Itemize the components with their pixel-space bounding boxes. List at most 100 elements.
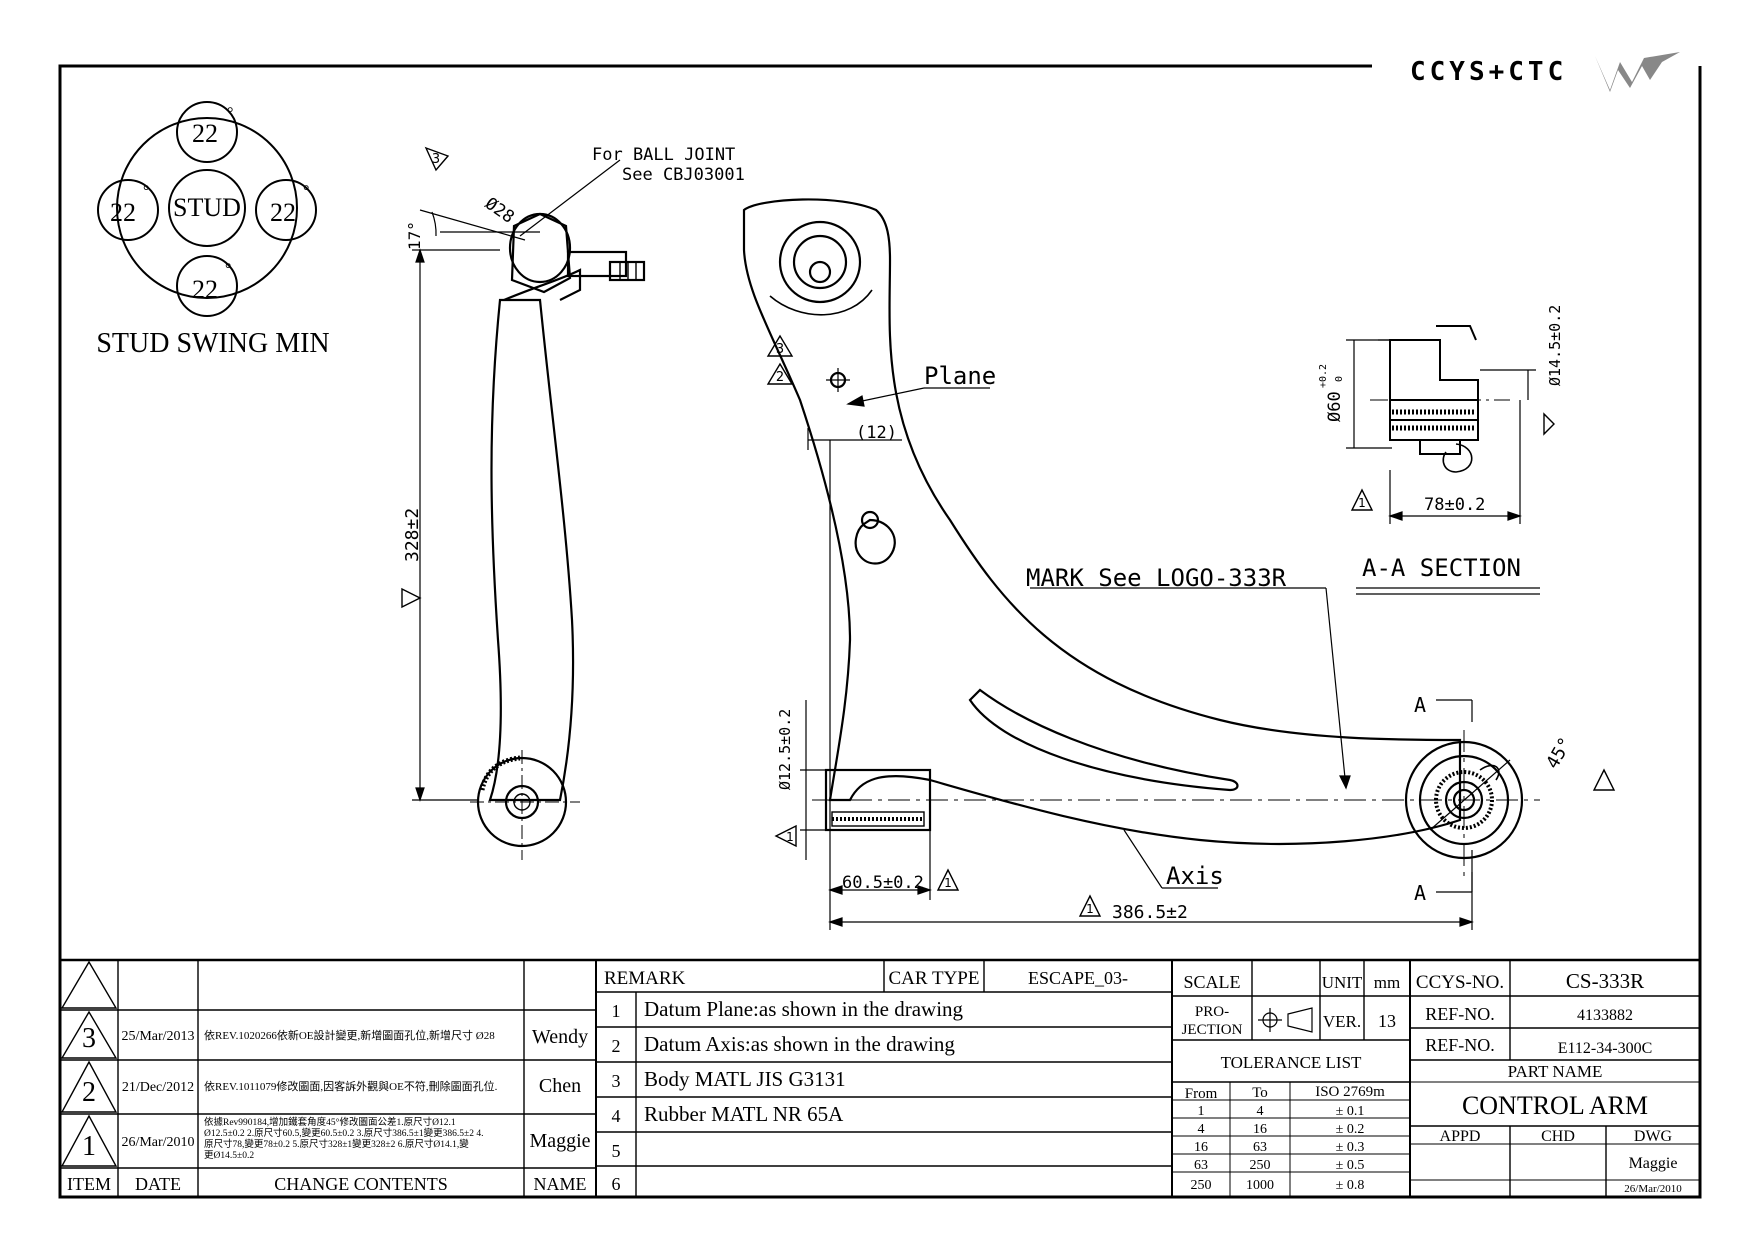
ccys-no-label: CCYS-NO.: [1416, 972, 1504, 993]
tolerance-row-3-from: 16: [1194, 1140, 1208, 1155]
svg-text:3: 3: [776, 342, 784, 357]
tolerance-row-5-to: 1000: [1246, 1178, 1274, 1193]
part-name-label: PART NAME: [1508, 1062, 1603, 1081]
tolerance-row-4-to: 250: [1250, 1158, 1271, 1173]
revision-item-2: 2: [82, 1077, 96, 1108]
revision-name-1: Maggie: [529, 1130, 590, 1152]
swing-center-circle: [168, 169, 246, 247]
svg-text:1: 1: [1358, 496, 1366, 510]
tolerance-row-5-tol: ± 0.8: [1336, 1178, 1365, 1193]
tolerance-row-5-from: 250: [1191, 1178, 1212, 1193]
tolerance-row-1-from: 1: [1198, 1104, 1205, 1119]
section-mark-top: A: [1414, 693, 1426, 717]
rev-triangle-section-length: 1: [1350, 488, 1374, 511]
stud-swing-diagram: [97, 101, 317, 317]
section-outer-tol-upper: +0.2: [1318, 364, 1329, 388]
angle-label: 45°: [1542, 734, 1576, 773]
side-diameter-label: Ø28: [481, 194, 518, 228]
remark-no-4: 4: [612, 1106, 621, 1126]
swing-value-right: 22: [270, 198, 296, 227]
revision-contents-3: 依REV.1020266依新OE設計變更,新增圖面孔位,新增尺寸 Ø28: [204, 1028, 495, 1042]
rev-triangle-section-inner: [1543, 412, 1555, 436]
section-mark-bottom: A: [1414, 881, 1426, 905]
remark-no-2: 2: [612, 1036, 621, 1056]
offset-label: (12): [856, 423, 897, 443]
ball-joint-note-line1: For BALL JOINT: [592, 145, 735, 165]
ref-no-label-2: REF-NO.: [1425, 1035, 1495, 1055]
swing-bottom-circle: [176, 255, 238, 317]
ref-no-value-2: E112-34-300C: [1558, 1040, 1653, 1057]
swing-right-circle: [255, 179, 317, 241]
ccys-no-value: CS-333R: [1566, 969, 1644, 993]
section-outer-tol-lower: 0: [1334, 376, 1345, 382]
title-block-lines: [60, 958, 1700, 1197]
rev-triangle-front-3: 3: [766, 334, 794, 357]
scale-tolerance: SCALE UNIT mm PRO- JECTION VER. 13 TOLER…: [1182, 972, 1401, 1193]
rev-triangle-side-height: [401, 587, 422, 609]
swing-top-circle: [176, 101, 238, 163]
tolerance-row-1-to: 4: [1257, 1104, 1264, 1119]
side-height-label: 328±2: [402, 508, 423, 562]
tolerance-row-4-tol: ± 0.5: [1336, 1158, 1365, 1173]
plane-label: Plane: [924, 362, 996, 390]
section-dimensions: [1346, 339, 1536, 524]
svg-text:1: 1: [944, 876, 952, 890]
svg-text:3: 3: [432, 152, 440, 167]
remark-no-3: 3: [612, 1071, 621, 1091]
revision-item-3: 3: [82, 1023, 96, 1054]
projection-symbol-icon: [1258, 1007, 1313, 1033]
remark-label: REMARK: [604, 968, 686, 989]
revision-date-1: 26/Mar/2010: [121, 1135, 194, 1150]
revision-contents-2: 依REV.1011079修改圖面,因客訴外觀與OE不符,刪除圖面孔位.: [204, 1079, 498, 1093]
revision-contents-1-line1: 依據Rev990184,增加鐵套角度45°修改圖面公差1.原尺寸Ø12.1: [204, 1116, 456, 1128]
front-view-dimensions: [800, 387, 1540, 930]
ball-joint-neck: [503, 268, 582, 302]
swing-value-left: 22: [110, 198, 136, 227]
side-view-dimensions: [412, 159, 621, 802]
degree-sign-bottom: °: [225, 261, 231, 278]
dwg-label: DWG: [1634, 1128, 1673, 1145]
front-arm-outline: [742, 198, 1462, 845]
degree-sign-right: °: [303, 183, 309, 200]
svg-text:2: 2: [776, 370, 784, 385]
side-view: [470, 212, 646, 860]
tolerance-row-3-to: 63: [1253, 1140, 1267, 1155]
section-title: A-A SECTION: [1362, 554, 1521, 582]
car-type-label: CAR TYPE: [889, 968, 980, 989]
tolerance-row-2-from: 4: [1198, 1122, 1205, 1137]
ball-joint-note-line2: See CBJ03001: [622, 165, 745, 185]
ref-no-label-1: REF-NO.: [1425, 1004, 1495, 1024]
remark-no-6: 6: [612, 1174, 621, 1194]
remark-text-4: Rubber MATL NR 65A: [644, 1102, 844, 1126]
remark-no-1: 1: [612, 1001, 621, 1021]
side-arm-outline: [488, 298, 575, 802]
appd-label: APPD: [1440, 1128, 1481, 1145]
front-arm-rib: [968, 688, 1239, 792]
drawing-border: [58, 64, 1702, 1199]
tolerance-row-4-from: 63: [1194, 1158, 1208, 1173]
header-date: DATE: [135, 1174, 181, 1194]
brand-logo-text: CCYS+CTC: [1410, 57, 1567, 87]
rev-triangle-side-top: 3: [424, 146, 450, 172]
axis-label: Axis: [1166, 862, 1224, 890]
swing-left-circle: [97, 179, 159, 241]
rev-triangle-front-bush: 1: [774, 824, 797, 848]
header-change-contents: CHANGE CONTENTS: [274, 1174, 448, 1194]
front-view-text: Plane (12) MARK See LOGO-333R Axis Ø12.5…: [766, 334, 1616, 923]
section-outer-dia: Ø60: [1325, 391, 1345, 422]
tolerance-header-from: From: [1185, 1086, 1218, 1102]
scale-label: SCALE: [1183, 972, 1240, 992]
side-view-text: For BALL JOINT See CBJ03001 Ø28 17° 328±…: [401, 145, 745, 609]
keyhole-slot: [854, 518, 896, 565]
revision-table: 3 2 1 25/Mar/2013 21/Dec/2012 26/Mar/201…: [67, 1023, 591, 1194]
tolerance-title: TOLERANCE LIST: [1221, 1053, 1362, 1072]
section-text: A-A SECTION Ø60 +0.2 0 Ø14.5±0.2 78±0.2 …: [1318, 305, 1564, 582]
section-view: [1370, 325, 1510, 473]
stud-swing-title: STUD SWING MIN: [96, 328, 329, 359]
drawn-date: 26/Mar/2010: [1624, 1183, 1682, 1195]
revision-date-3: 25/Mar/2013: [121, 1029, 194, 1044]
tolerance-row-2-to: 16: [1253, 1122, 1267, 1137]
side-angle-label: 17°: [405, 221, 424, 250]
unit-value: mm: [1374, 973, 1400, 992]
